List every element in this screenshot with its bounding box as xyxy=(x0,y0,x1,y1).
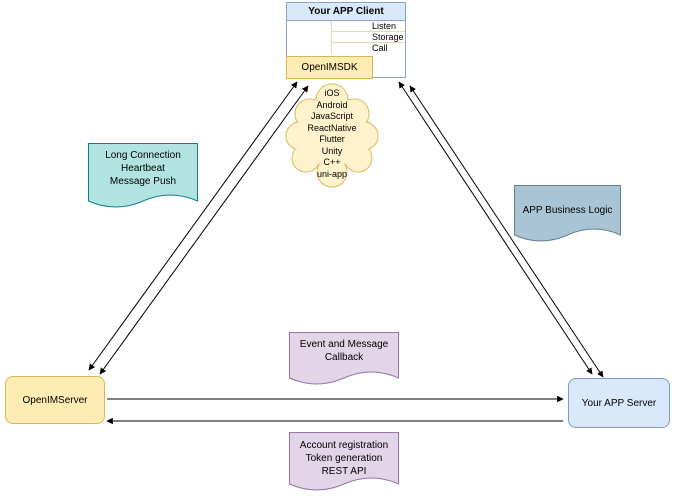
cloud-platform-list: iOS Android JavaScript ReactNative Flutt… xyxy=(282,88,382,180)
note-event-callback: Event and Message Callback xyxy=(289,332,399,390)
arrow-appserver-client-2 xyxy=(409,85,604,378)
interface-row-call: Call xyxy=(372,43,388,53)
note-long-connection: Long Connection Heartbeat Message Push xyxy=(88,143,198,213)
note-account-registration: Account registration Token generation RE… xyxy=(289,432,399,496)
note-long-connection-text: Long Connection Heartbeat Message Push xyxy=(105,150,181,187)
interface-row-listen: Listen xyxy=(332,21,405,32)
note-long-connection-shape xyxy=(88,143,198,208)
cloud-fill xyxy=(286,84,378,187)
note-account-registration-shape xyxy=(289,432,399,491)
arrow-openimserver-client-1 xyxy=(88,81,298,371)
platform-unity: Unity xyxy=(321,145,343,156)
platform-uniapp: uni-app xyxy=(316,168,348,179)
platform-android: Android xyxy=(316,99,348,110)
note-business-logic-shape xyxy=(514,185,621,242)
client-title: Your APP Client xyxy=(287,3,405,21)
note-business-logic-text: APP Business Logic xyxy=(522,205,613,216)
node-openim-server: OpenIMServer xyxy=(5,376,105,424)
note-business-logic: APP Business Logic xyxy=(514,185,621,247)
node-your-app-server: Your APP Server xyxy=(568,378,670,428)
client-body: Listen Storage Call OpenIMSDK xyxy=(286,21,405,79)
note-event-callback-shape xyxy=(289,332,399,385)
openimsdk-box: OpenIMSDK xyxy=(286,56,373,79)
platform-cloud xyxy=(285,83,379,188)
note-event-callback-text: Event and Message Callback xyxy=(299,339,389,363)
interface-row-storage: Storage xyxy=(332,32,405,43)
client-interface-list: Listen Storage Call xyxy=(331,21,405,54)
note-account-registration-text: Account registration Token generation RE… xyxy=(299,440,389,477)
platform-ios: iOS xyxy=(324,88,340,98)
platform-reactnative: ReactNative xyxy=(307,122,357,133)
platform-javascript: JavaScript xyxy=(310,111,354,121)
platform-cpp: C++ xyxy=(323,157,341,167)
platform-flutter: Flutter xyxy=(319,134,345,144)
node-your-app-client: Your APP Client Listen Storage Call Open… xyxy=(286,2,406,79)
arrow-openimserver-client-2 xyxy=(99,85,309,375)
